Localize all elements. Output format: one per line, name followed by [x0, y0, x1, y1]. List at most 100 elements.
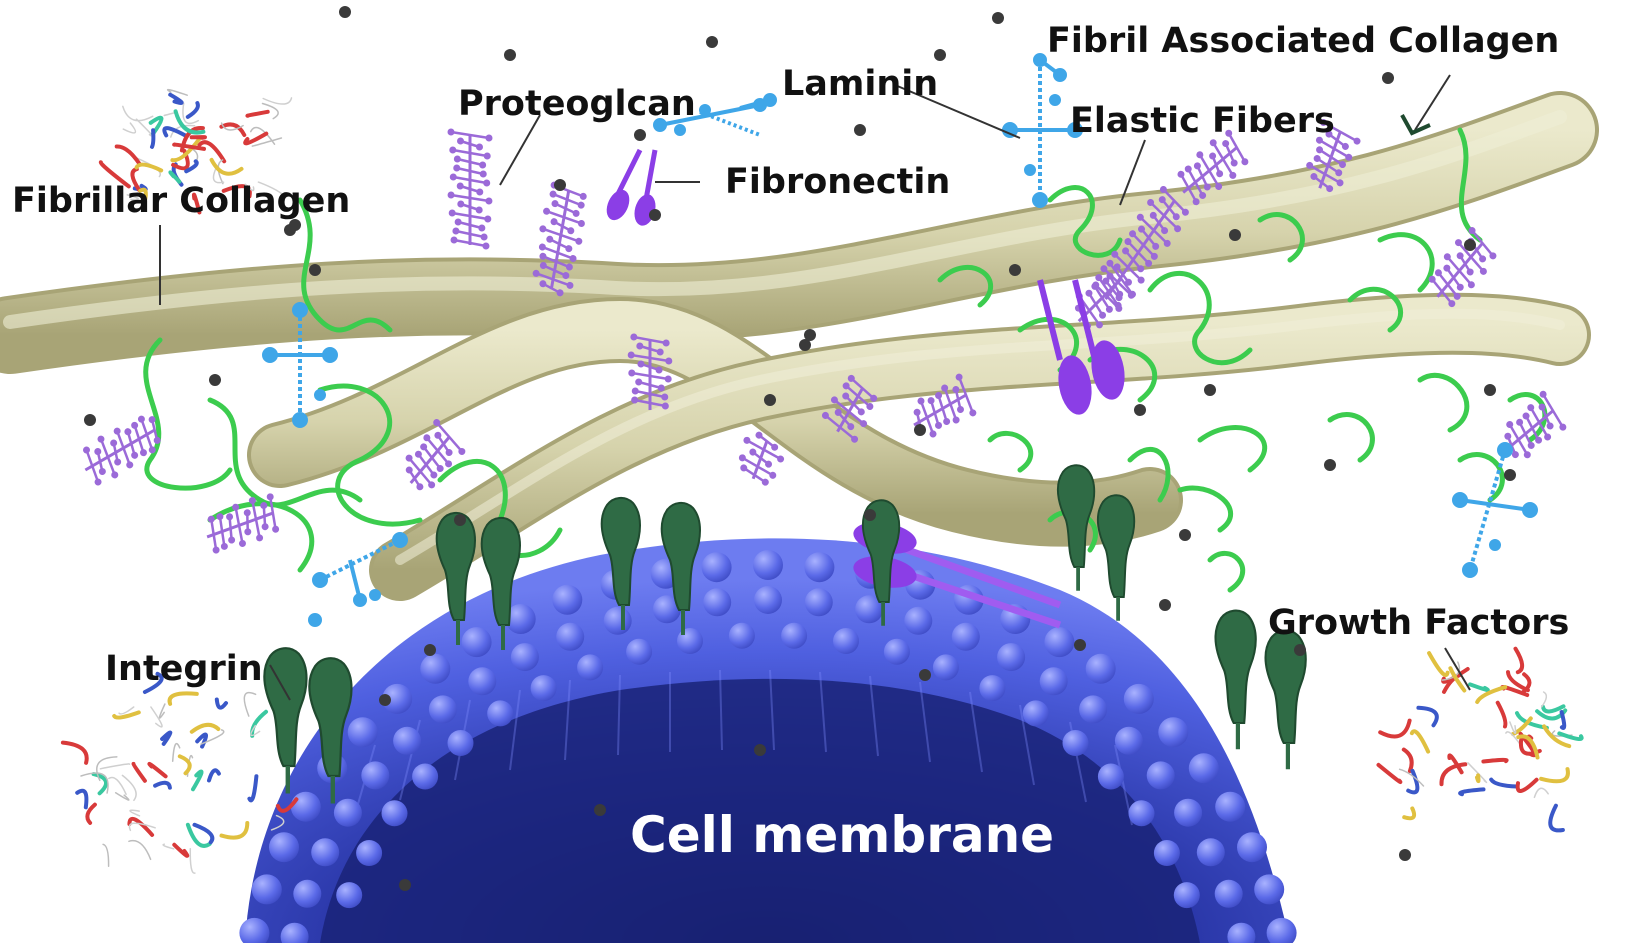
- label-growth-factors: Growth Factors: [1268, 603, 1569, 643]
- growth-factor-particle-icon: [706, 36, 718, 48]
- proteoglycan: [206, 493, 280, 554]
- lipid-head: [951, 622, 980, 651]
- proteoglycan: [1177, 129, 1249, 206]
- lipid-head: [333, 798, 362, 827]
- growth-factor-particle-icon: [1504, 469, 1516, 481]
- lipid-head: [603, 606, 632, 635]
- integrin: [480, 517, 521, 650]
- lipid-head: [1215, 791, 1246, 822]
- lipid-head: [1237, 832, 1267, 863]
- growth-factor-particle-icon: [309, 264, 321, 276]
- integrin: [263, 647, 308, 794]
- lipid-head: [1039, 667, 1068, 696]
- laminin-molecules: [262, 53, 1538, 627]
- lipid-head: [356, 840, 383, 866]
- growth-factor-particle-icon: [1074, 639, 1086, 651]
- protein-ribbon-icon: [60, 671, 299, 874]
- lipid-head: [677, 628, 703, 654]
- lipid-head: [753, 550, 783, 580]
- lipid-head: [487, 700, 514, 727]
- lipid-head: [1062, 730, 1089, 756]
- cell-membrane: [239, 538, 1297, 943]
- laminin-icon: [262, 302, 338, 428]
- lipid-head: [530, 675, 557, 702]
- lipid-head: [556, 622, 585, 651]
- lipid-head: [626, 638, 653, 665]
- arrow-icon: [1400, 114, 1431, 136]
- proteoglycan: [83, 415, 161, 486]
- lipid-head: [412, 763, 439, 790]
- growth-factor-particle-icon: [919, 669, 931, 681]
- lipid-head: [290, 791, 321, 822]
- laminin-icon: [1002, 53, 1083, 208]
- label-laminin: Laminin: [782, 64, 938, 104]
- lipid-head: [703, 588, 732, 617]
- growth-factor-particle-icon: [454, 514, 466, 526]
- growth-factor-particle-icon: [1464, 239, 1476, 251]
- growth-factor-particle-icon: [339, 6, 351, 18]
- lipid-head: [269, 832, 299, 863]
- lipid-head: [1254, 874, 1285, 905]
- growth-factor-particle-icon: [1324, 459, 1336, 471]
- lipid-head: [1174, 798, 1203, 827]
- integrin: [1214, 609, 1257, 750]
- growth-factor-particle-icon: [914, 424, 926, 436]
- growth-factor-particle-icon: [1229, 229, 1241, 241]
- label-cell-membrane: Cell membrane: [630, 806, 1054, 864]
- lipid-head: [1188, 753, 1219, 784]
- lipid-head: [1114, 726, 1143, 755]
- proteoglycan: [627, 333, 673, 410]
- growth-factor-particle-icon: [1134, 404, 1146, 416]
- growth-factor-particle-icon: [804, 329, 816, 341]
- growth-factor-particle-icon: [1382, 72, 1394, 84]
- lipid-head: [883, 638, 910, 665]
- proteoglycan: [447, 128, 493, 250]
- lipid-head: [781, 622, 808, 649]
- growth-factor-particle-icon: [504, 49, 516, 61]
- lipid-head: [251, 874, 282, 905]
- integrin: [861, 499, 901, 626]
- growth-factor-particle-icon: [424, 644, 436, 656]
- lipid-head: [239, 917, 270, 943]
- lipid-head: [1227, 922, 1256, 943]
- lipid-head: [381, 800, 408, 827]
- lipid-head: [577, 654, 604, 681]
- integrin: [1264, 629, 1307, 770]
- laminin-icon: [308, 532, 408, 627]
- proteoglycan: [821, 374, 878, 443]
- growth-factor-particle-icon: [554, 179, 566, 191]
- lipid-head: [428, 695, 457, 724]
- laminin-icon: [1452, 442, 1538, 578]
- label-proteoglcan: Proteoglcan: [458, 84, 696, 124]
- lipid-head: [804, 588, 833, 617]
- integrin: [660, 502, 701, 635]
- proteoglycan: [913, 373, 977, 438]
- lipid-head: [1044, 627, 1075, 658]
- label-leader-lines: [159, 74, 1471, 701]
- growth-factor-particle-icon: [1159, 599, 1171, 611]
- lipid-head: [701, 552, 732, 583]
- lipid-head: [505, 604, 536, 634]
- lipid-head: [754, 586, 782, 614]
- lipid-head: [1097, 763, 1124, 790]
- growth-factor-particle-icon: [864, 509, 876, 521]
- proteoglycan: [532, 181, 587, 297]
- lipid-head: [652, 595, 681, 624]
- growth-factor-particle-icon: [399, 879, 411, 891]
- fibronectin-icon: [1037, 279, 1125, 415]
- proteoglycan: [405, 419, 466, 491]
- lipid-head: [468, 667, 497, 696]
- proteoglycan: [1428, 227, 1497, 308]
- laminin-icon: [653, 93, 777, 137]
- lipid-head: [1158, 717, 1189, 748]
- protein-ribbon-icon: [98, 88, 293, 215]
- growth-factor-particle-icon: [754, 744, 766, 756]
- lipid-head: [280, 922, 309, 943]
- proteoglycans: [83, 119, 1567, 554]
- protein-ribbon-icon: [1376, 646, 1584, 833]
- lipid-head: [932, 654, 959, 681]
- lipid-head: [804, 552, 835, 583]
- growth-factor-particles: [84, 6, 1516, 891]
- lipid-head: [447, 730, 474, 756]
